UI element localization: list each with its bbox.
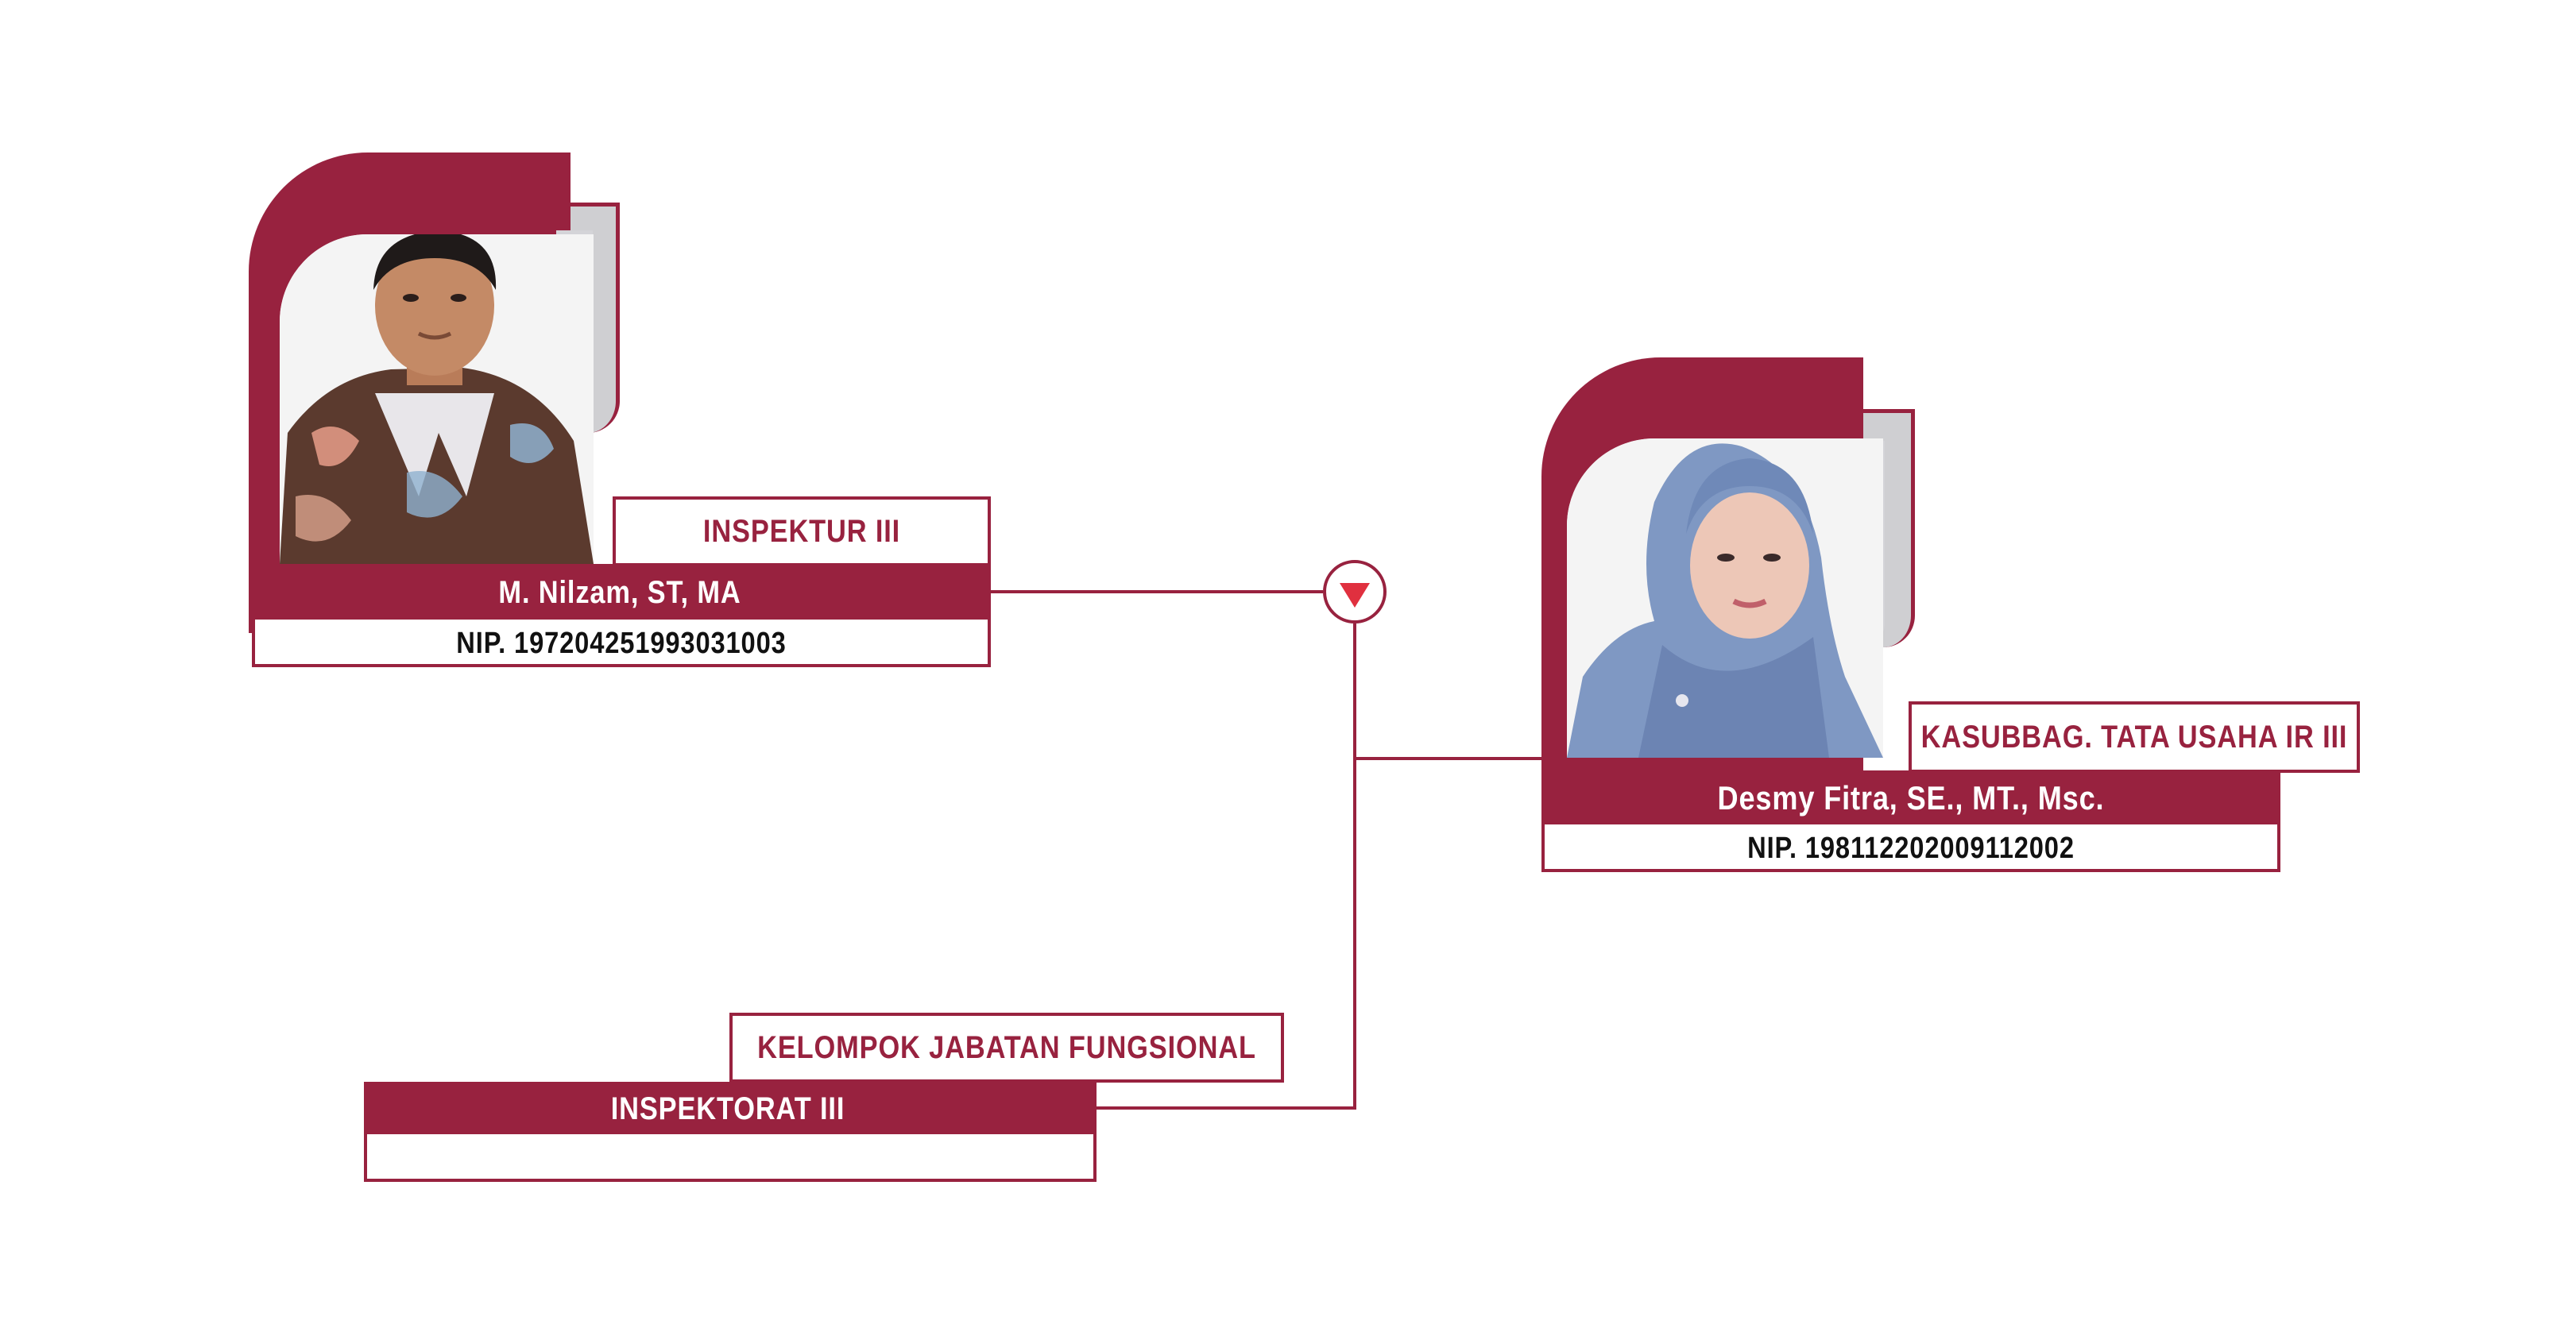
name-inspektur: M. Nilzam, ST, MA xyxy=(498,574,741,610)
unit-bar-fungsional xyxy=(364,1082,1097,1136)
title-inspektur: INSPEKTUR III xyxy=(702,513,901,549)
connector-trunk xyxy=(1097,624,1356,1110)
nip-box-kasubbag xyxy=(1541,824,2280,872)
unit-box-fungsional xyxy=(364,1134,1097,1182)
name-bar-inspektur xyxy=(249,564,991,621)
person-photo-inspektur xyxy=(280,234,594,564)
name-kasubbag: Desmy Fitra, SE., MT., Msc. xyxy=(1717,779,2105,817)
unit-fungsional: INSPEKTORAT III xyxy=(610,1091,845,1126)
name-bar-kasubbag xyxy=(1541,770,2280,826)
triangle-down-icon xyxy=(1340,583,1370,608)
title-box-fungsional xyxy=(729,1013,1284,1083)
person-photo-kasubbag xyxy=(1567,438,1883,758)
title-kasubbag: KASUBBAG. TATA USAHA IR III xyxy=(1920,719,2348,755)
nip-kasubbag: NIP. 198112202009112002 xyxy=(1747,831,2075,865)
junction-node xyxy=(1323,560,1387,624)
title-box-kasubbag xyxy=(1909,701,2360,773)
nip-inspektur: NIP. 197204251993031003 xyxy=(456,626,787,660)
title-fungsional: KELOMPOK JABATAN FUNGSIONAL xyxy=(757,1029,1256,1065)
nip-box-inspektur xyxy=(252,620,991,667)
